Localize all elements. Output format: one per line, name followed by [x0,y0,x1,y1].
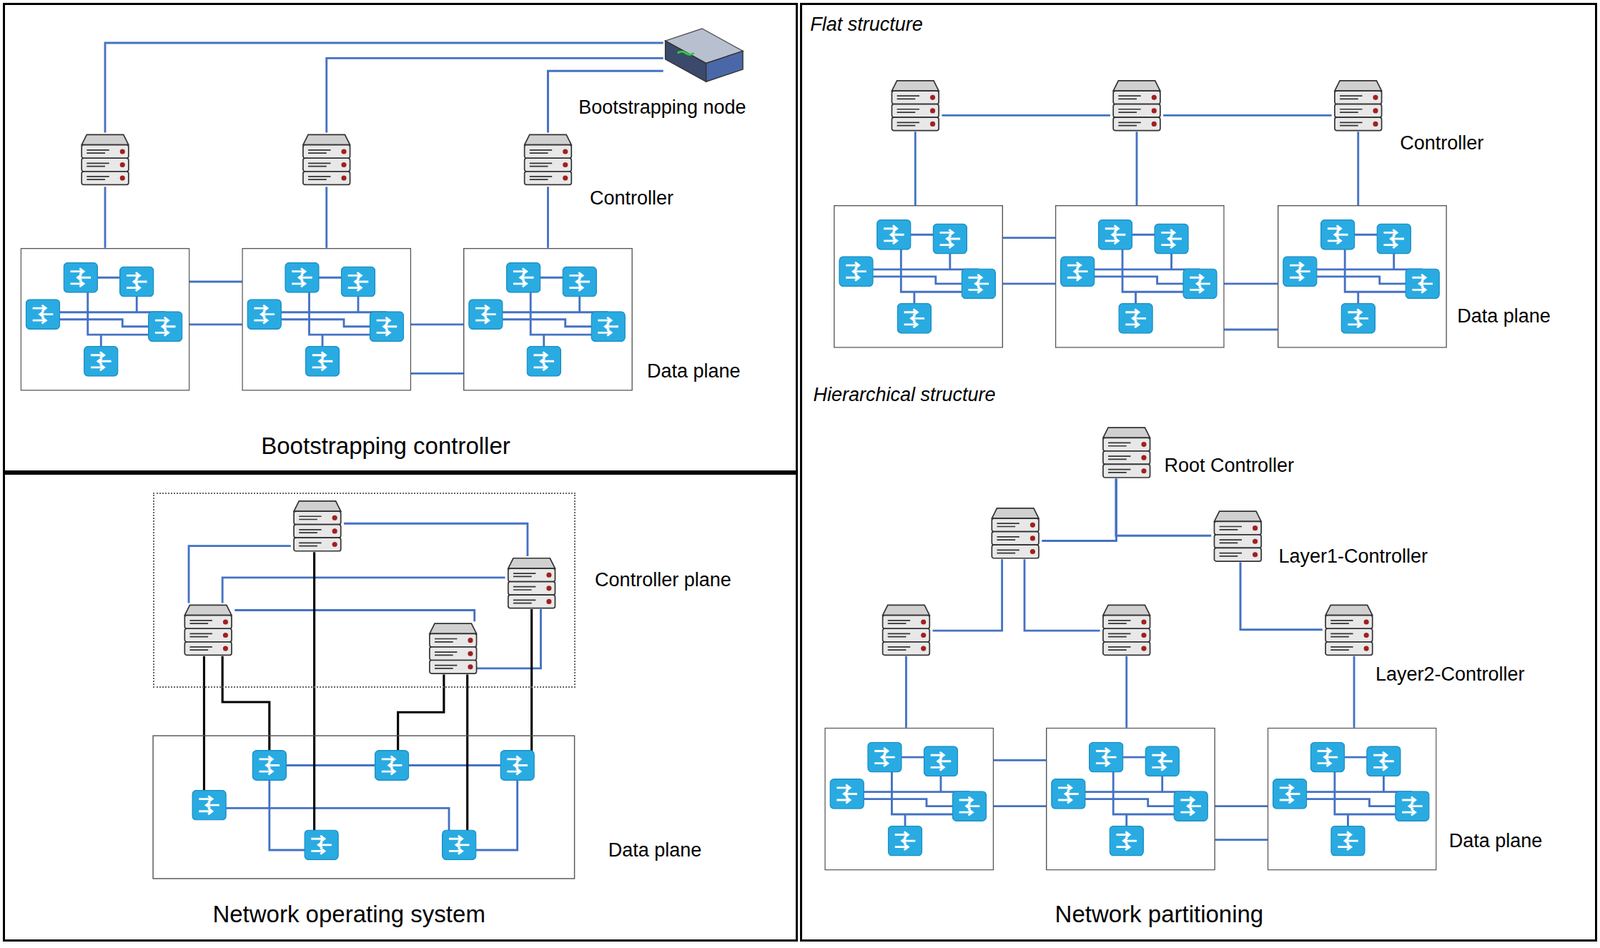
connector [1240,561,1323,630]
use-shape [293,501,342,552]
connector [1115,478,1212,536]
panel-caption: Network partitioning [1055,900,1264,929]
panel-caption: Network operating system [212,900,485,929]
use-shape [252,750,286,780]
use-shape [1113,80,1161,131]
use-shape [429,623,477,674]
controller-server: Controller [521,132,575,188]
use-shape [508,558,556,609]
use-shape [192,789,226,820]
plane-label: Data plane [1449,829,1543,853]
path-shape [203,551,532,832]
panel: Network partitioning ControllerRoot Contr… [800,2,1598,942]
rect-shape [152,735,575,879]
use-shape [834,205,1004,348]
node-label: Bootstrapping node [578,95,746,119]
use-shape [991,508,1039,559]
use-shape [1213,511,1262,562]
use-shape [242,248,412,391]
use-shape [304,830,339,860]
node-label: Layer1-Controller [1278,544,1428,568]
use-shape [81,134,129,185]
use-shape [891,80,939,131]
use-shape [500,750,535,780]
use-shape [303,134,351,185]
use-shape [1267,727,1437,870]
use-shape [184,604,232,655]
use-shape [1046,727,1216,870]
use-shape [1278,205,1448,348]
use-shape [1103,604,1151,655]
links-black [203,551,532,832]
use-shape [375,750,409,780]
panel: Network operating system Controller plane… [2,472,798,943]
panel: Bootstrapping controller Bootstrapping no… [2,2,798,473]
panel-caption: Bootstrapping controller [260,431,511,461]
use-shape [825,727,994,870]
use-shape [1325,604,1373,655]
node-label: Root Controller [1164,453,1295,477]
data-plane-box: Data plane [152,735,575,879]
node-label: Controller [589,186,674,210]
use-shape [882,604,931,655]
section-heading: Hierarchical structure [813,383,996,407]
node-label: Layer2-Controller [1375,662,1525,686]
root-controller: Root Controller [1100,425,1154,479]
use-shape [1334,80,1382,131]
polygon-shape [706,50,743,82]
use-shape [463,248,633,391]
use-shape [524,134,572,185]
node-label: Controller [1399,131,1484,155]
node-label: Data plane [608,838,703,862]
use-shape [1103,427,1151,478]
layer1-controller: Layer1-Controller [1211,509,1264,562]
plane-label: Data plane [647,359,741,383]
controller-server: Controller [1331,78,1385,132]
layer2-controller: Layer2-Controller [1322,603,1376,657]
path-shape [677,51,695,55]
node-label: Controller plane [594,568,732,592]
use-shape [442,830,477,860]
section-heading: Flat structure [810,12,923,36]
use-shape [20,248,190,391]
use-shape [1055,205,1225,348]
bootstrapping-node: Bootstrapping node [663,28,743,82]
polygon-shape [665,40,707,82]
controller-plane-box: Controller plane [152,492,576,688]
bootstrapping-device [665,28,743,82]
plane-label: Data plane [1457,304,1551,328]
